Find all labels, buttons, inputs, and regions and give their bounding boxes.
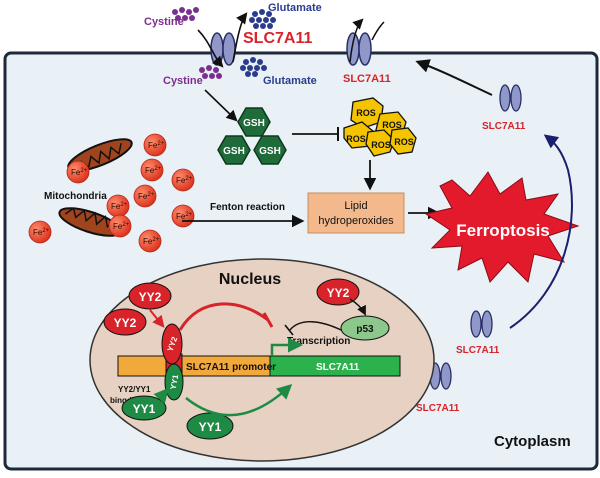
fe2-label: Fe2+ <box>138 192 155 201</box>
yy2-label: YY2 <box>114 316 137 330</box>
ros-label: ROS <box>356 108 376 118</box>
yy2-protein <box>316 278 360 306</box>
iron-ions: Fe2+ Fe2+ Fe2+ Fe2+ Fe2+ Fe2+ Fe2+ Fe2+ Fe2+ Fe2+ <box>28 133 195 253</box>
cystine-out-dots <box>172 7 199 21</box>
fe2-label: Fe2+ <box>176 212 193 221</box>
slc7a11-main-label: SLC7A11 <box>243 30 312 47</box>
cystine-in-dots <box>199 65 222 79</box>
yy1-label: YY1 <box>133 402 156 416</box>
yy1-activation-arrow <box>185 383 293 417</box>
ros-label: ROS <box>382 120 402 130</box>
ferroptosis-label: Ferroptosis <box>456 221 550 240</box>
ferroptosis-burst <box>424 171 580 284</box>
yy1-bound <box>164 363 184 401</box>
cystine-in-label: Cystine <box>163 75 203 87</box>
trafficking-to-membrane-arrow <box>415 59 493 96</box>
membrane-transporter-main <box>197 12 248 68</box>
fe2-ion: Fe2+ <box>138 229 162 253</box>
slc7a11-membrane-label: SLC7A11 <box>343 73 391 85</box>
trafficking-up-arrow <box>509 134 573 329</box>
yy1-binding-arrow <box>153 387 169 404</box>
glutamate-in-dots <box>240 57 267 77</box>
membrane-transporter-right <box>346 18 385 66</box>
fe2-label: Fe2+ <box>71 168 88 177</box>
p53-label: p53 <box>356 324 374 335</box>
fe2-label: Fe2+ <box>111 202 128 211</box>
gsh-label: GSH <box>223 146 245 157</box>
binding-site-label-line1: YY2/YY1 <box>118 385 151 394</box>
yy2-protein <box>103 308 147 336</box>
slc7a11-cytoplasm-label: SLC7A11 <box>482 121 526 132</box>
yy2-label: YY2 <box>139 290 162 304</box>
gene-label: SLC7A11 <box>316 362 360 373</box>
glutamate-out-label: Glutamate <box>268 2 322 14</box>
fe2-ion: Fe2+ <box>66 160 90 184</box>
transcription-label: Transcription <box>287 336 350 347</box>
fe2-label: Fe2+ <box>176 176 193 185</box>
slc7a11-protein <box>429 362 452 390</box>
lipid-label-line1: Lipid <box>344 200 367 212</box>
promoter-bar <box>117 355 271 377</box>
yy1-bound-label: YY1 <box>169 373 181 390</box>
fe2-ion: Fe2+ <box>133 184 157 208</box>
fenton-reaction-label: Fenton reaction <box>210 202 285 213</box>
fe2-ion: Fe2+ <box>171 168 195 192</box>
fe2-ion: Fe2+ <box>140 158 164 182</box>
transcription-start-arrow <box>270 337 303 356</box>
fe2-ion: Fe2+ <box>143 133 167 157</box>
yy2-to-p53-arrow <box>349 298 366 316</box>
slc7a11-protein <box>470 310 493 338</box>
yy2-label: YY2 <box>327 286 350 300</box>
slc7a11-cytoplasm-label: SLC7A11 <box>456 345 500 356</box>
fe2-label: Fe2+ <box>33 228 50 237</box>
ros-blob <box>365 129 395 157</box>
yy1-label: YY1 <box>199 420 222 434</box>
p53-protein <box>340 315 390 341</box>
ros-label: ROS <box>371 140 391 150</box>
yy2-protein <box>128 282 172 310</box>
yy1-protein <box>186 412 234 440</box>
yy2-inhibition-curve <box>178 302 269 331</box>
fe2-ion: Fe2+ <box>28 220 52 244</box>
cystine-out-label: Cystine <box>144 16 184 28</box>
cystine-to-gsh-arrow <box>204 89 238 122</box>
p53-inhibition-curve <box>289 321 342 331</box>
gsh-label: GSH <box>259 146 281 157</box>
gsh-cluster: GSH GSH GSH <box>217 107 287 165</box>
slc7a11-cytoplasm-label: SLC7A11 <box>416 403 460 414</box>
ros-label: ROS <box>394 137 414 147</box>
ros-cluster: ROS ROS ROS ROS ROS <box>343 97 417 157</box>
fe2-label: Fe2+ <box>143 237 160 246</box>
glutamate-in-label: Glutamate <box>263 75 317 87</box>
fe2-ion: Fe2+ <box>108 214 132 238</box>
fe2-label: Fe2+ <box>145 166 162 175</box>
lipid-label-line2: hydroperoxides <box>318 215 394 227</box>
glutamate-out-dots <box>249 9 276 29</box>
ros-blob <box>389 127 417 155</box>
fe2-label: Fe2+ <box>148 141 165 150</box>
gsh-hexagon <box>217 135 251 165</box>
gsh-label: GSH <box>243 118 265 129</box>
mitochondria-label: Mitochondria <box>44 191 107 202</box>
yy2-binding-arrow <box>149 309 165 328</box>
fe2-label: Fe2+ <box>113 222 130 231</box>
fe2-ion: Fe2+ <box>171 204 195 228</box>
slc7a11-protein <box>499 84 522 112</box>
gsh-hexagon <box>253 135 287 165</box>
fe2-ion: Fe2+ <box>106 194 130 218</box>
promoter-label: SLC7A11 promoter <box>186 362 276 373</box>
ros-label: ROS <box>346 134 366 144</box>
lipid-hydroperoxides-box <box>307 192 405 234</box>
nucleus-title: Nucleus <box>219 271 281 288</box>
cytoplasm-label: Cytoplasm <box>494 433 571 450</box>
